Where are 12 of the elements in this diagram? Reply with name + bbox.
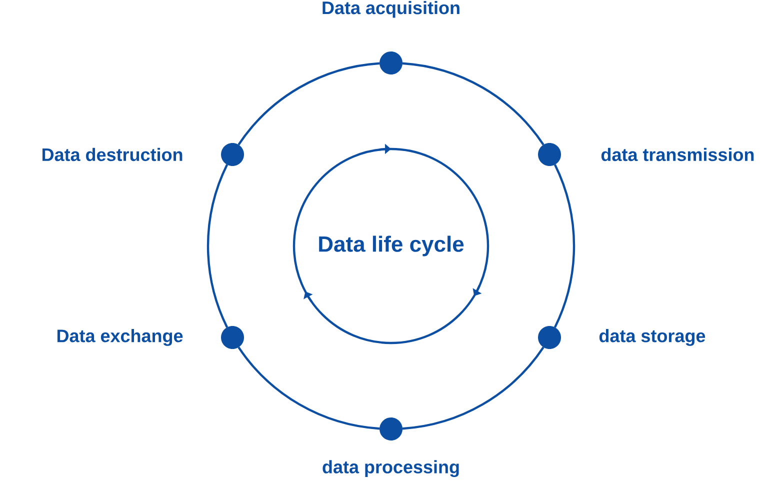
cycle-arc (238, 346, 380, 430)
node-label: Data destruction (42, 148, 182, 162)
cycle-arc (554, 164, 576, 328)
node-label: Data acquisition (322, 1, 460, 18)
cycle-arc (402, 62, 544, 146)
cycle-arc (402, 346, 544, 430)
node-label: data transmission (601, 148, 754, 162)
node-label: data storage (599, 329, 706, 346)
node-label: data processing (322, 460, 459, 478)
node-label: Data exchange (57, 329, 183, 346)
cycle-arc (238, 62, 380, 146)
cycle-arc (206, 164, 228, 328)
